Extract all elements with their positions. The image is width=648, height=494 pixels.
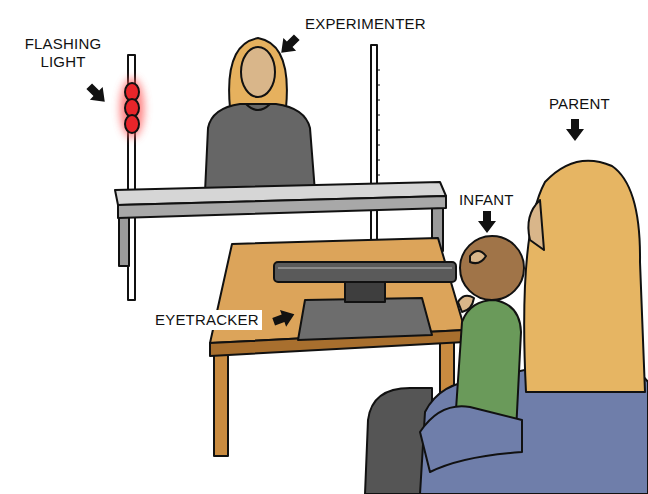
experimenter-figure: [205, 38, 315, 192]
parent-arm: [420, 406, 522, 472]
leader-arrow: [478, 211, 496, 233]
leader-arrow: [566, 119, 584, 141]
infant-figure: [455, 236, 524, 432]
part-label: EYETRACKER: [152, 310, 262, 330]
ruler-post: [371, 45, 377, 260]
part-label: EXPERIMENTER: [302, 14, 429, 34]
post-ticks: [377, 70, 380, 175]
leader-arrow: [83, 80, 111, 108]
part-label: FLASHING LIGHT: [12, 34, 114, 72]
parent-figure: [420, 161, 648, 494]
leader-arrow: [275, 31, 303, 59]
flashing-light: [120, 78, 144, 138]
part-label: PARENT: [546, 94, 613, 114]
leader-arrow: [271, 306, 298, 330]
part-label: INFANT: [456, 190, 517, 210]
eyetracker-device: [274, 262, 456, 340]
leader-arrows: [83, 31, 584, 330]
